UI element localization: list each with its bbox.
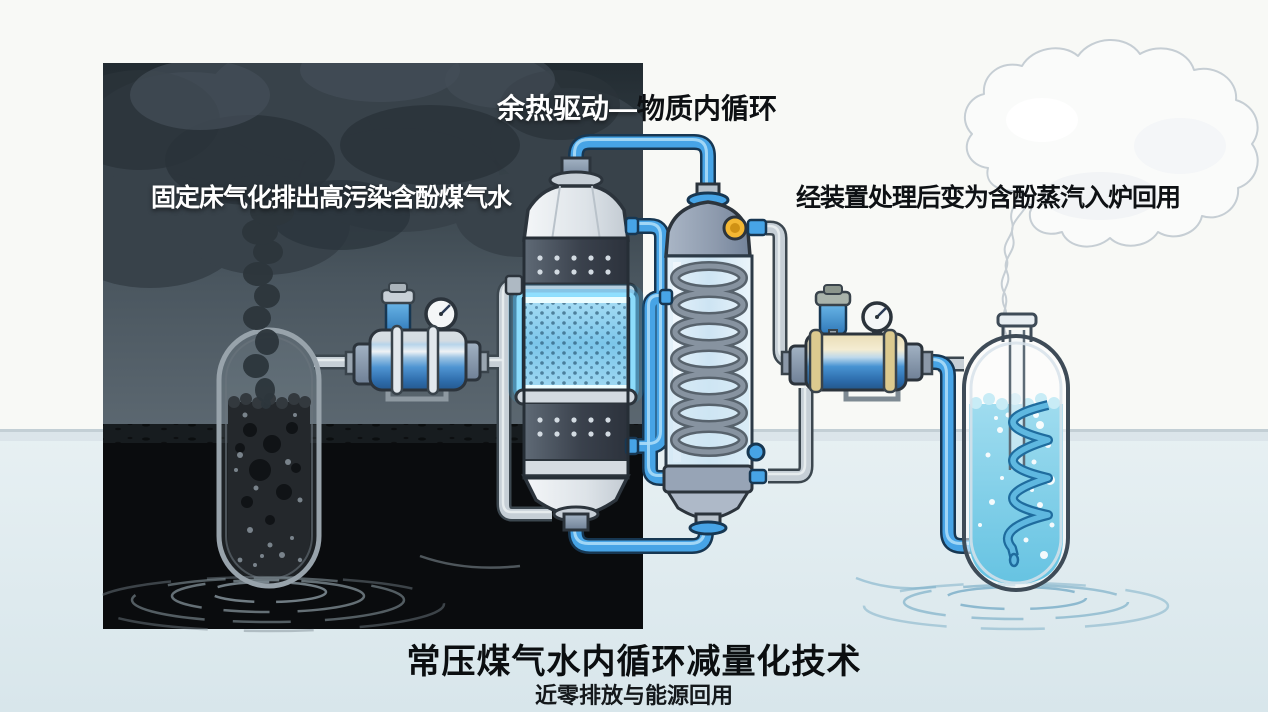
- gasifier-vessel: [216, 327, 322, 589]
- condenser-coil: [670, 261, 748, 457]
- glow-section: [508, 284, 644, 404]
- reactor-column: [504, 156, 644, 532]
- cooling-coil: [1002, 400, 1053, 568]
- blue-pipes: [568, 134, 986, 554]
- liquid-clumps: [235, 422, 301, 525]
- pressure-gauge-left: [424, 297, 458, 331]
- steam-plume: [963, 39, 1259, 335]
- rivets-bottom: [537, 417, 611, 437]
- liquid-bubbles: [234, 412, 303, 567]
- condenser-column: [658, 182, 768, 536]
- clean-vessel: [962, 312, 1070, 592]
- heat-exchanger-left: [344, 282, 490, 402]
- pressure-gauge-right: [861, 301, 893, 333]
- rivets-top: [537, 255, 611, 275]
- heat-exchanger-right: [780, 284, 934, 402]
- smoke-column: [242, 198, 294, 409]
